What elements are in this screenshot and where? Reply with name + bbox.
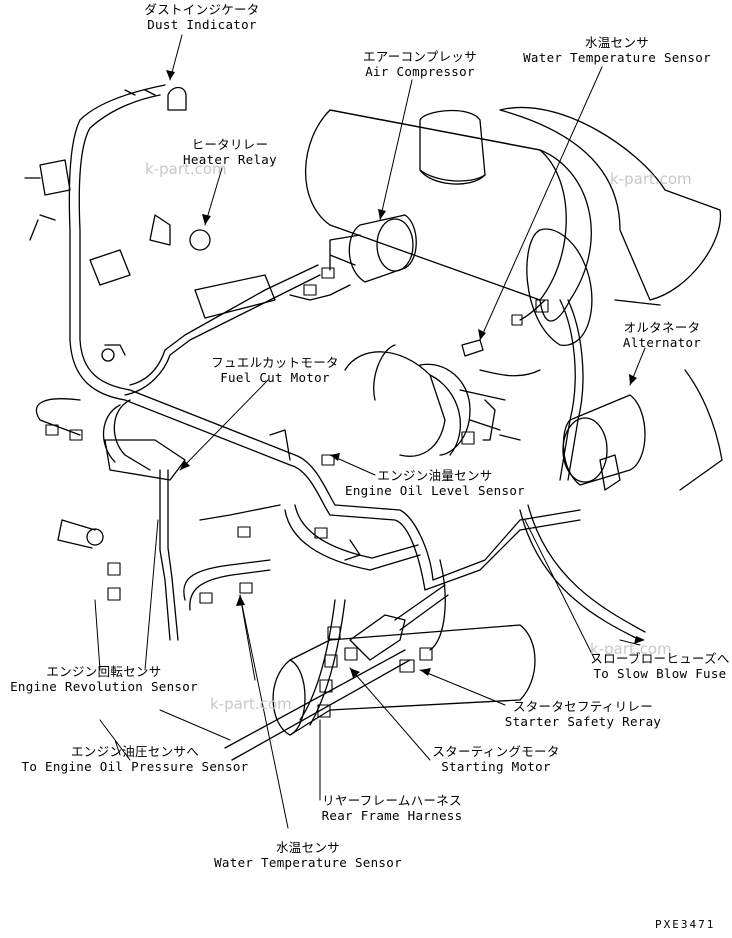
air-compressor bbox=[329, 214, 417, 283]
label-en: Heater Relay bbox=[183, 152, 277, 167]
label-en: To Engine Oil Pressure Sensor bbox=[21, 759, 249, 774]
label-fuel-cut-motor: フュエルカットモータ Fuel Cut Motor bbox=[211, 355, 339, 385]
label-en: Air Compressor bbox=[365, 64, 475, 79]
watermark: k-part.com bbox=[210, 695, 292, 713]
label-water-temperature-sensor-top: 水温センサ Water Temperature Sensor bbox=[523, 35, 711, 65]
label-jp: リヤーフレームハーネス bbox=[322, 793, 462, 808]
label-starter-safety-relay: スタータセフティリレー Starter Safety Reray bbox=[505, 699, 662, 729]
label-engine-oil-pressure-sensor: エンジン油圧センサへ To Engine Oil Pressure Sensor bbox=[22, 744, 249, 774]
label-heater-relay: ヒータリレー Heater Relay bbox=[183, 137, 277, 167]
components bbox=[24, 86, 521, 561]
label-en: Rear Frame Harness bbox=[321, 808, 463, 823]
label-en: Engine Oil Level Sensor bbox=[345, 483, 525, 498]
label-jp: 水温センサ bbox=[275, 840, 341, 855]
label-jp: オルタネータ bbox=[623, 320, 701, 335]
drawing-code: PXE3471 bbox=[655, 918, 716, 931]
label-en: Starter Safety Reray bbox=[504, 714, 662, 729]
label-en: Alternator bbox=[622, 335, 702, 350]
leader-lines bbox=[94, 34, 646, 829]
air-cleaner bbox=[304, 106, 722, 346]
label-jp: フュエルカットモータ bbox=[211, 355, 339, 370]
label-jp: 水温センサ bbox=[584, 35, 650, 50]
shroud-line bbox=[614, 299, 661, 306]
label-jp: スターティングモータ bbox=[432, 744, 560, 759]
label-en: Dust Indicator bbox=[147, 17, 257, 32]
label-dust-indicator: ダストインジケータ Dust Indicator bbox=[144, 2, 259, 32]
watermark: k-part.com bbox=[590, 640, 672, 658]
label-alternator: オルタネータ Alternator bbox=[623, 320, 701, 350]
label-water-temperature-sensor-bottom: 水温センサ Water Temperature Sensor bbox=[214, 840, 402, 870]
label-en: To Slow Blow Fuse bbox=[593, 666, 727, 681]
label-en: Fuel Cut Motor bbox=[220, 370, 330, 385]
label-air-compressor: エアーコンプレッサ Air Compressor bbox=[363, 49, 477, 79]
label-jp: スローブローヒューズへ bbox=[590, 651, 730, 666]
label-rear-frame-harness: リヤーフレームハーネス Rear Frame Harness bbox=[322, 793, 463, 823]
label-slow-blow-fuse: スローブローヒューズへ To Slow Blow Fuse bbox=[590, 651, 729, 681]
watermark: k-part.com bbox=[145, 160, 227, 178]
label-engine-oil-level-sensor: エンジン油量センサ Engine Oil Level Sensor bbox=[345, 468, 525, 498]
label-jp: ダストインジケータ bbox=[144, 2, 260, 17]
engine-block bbox=[344, 344, 541, 457]
label-jp: エンジン油圧センサへ bbox=[70, 744, 200, 759]
label-en: Water Temperature Sensor bbox=[214, 855, 402, 870]
watermark: k-part.com bbox=[610, 170, 692, 188]
label-engine-revolution-sensor: エンジン回転センサ Engine Revolution Sensor bbox=[10, 664, 198, 694]
label-starting-motor: スターティングモータ Starting Motor bbox=[432, 744, 559, 774]
starting-motor bbox=[224, 614, 536, 761]
label-jp: エンジン回転センサ bbox=[46, 664, 162, 679]
label-en: Engine Revolution Sensor bbox=[10, 679, 198, 694]
label-jp: エンジン油量センサ bbox=[377, 468, 493, 483]
label-jp: ヒータリレー bbox=[191, 137, 269, 152]
alternator bbox=[562, 369, 723, 491]
main-harness bbox=[35, 84, 646, 726]
connectors bbox=[45, 267, 549, 718]
label-jp: エアーコンプレッサ bbox=[362, 49, 478, 64]
label-jp: スタータセフティリレー bbox=[512, 699, 654, 714]
label-en: Starting Motor bbox=[441, 759, 551, 774]
label-en: Water Temperature Sensor bbox=[523, 50, 711, 65]
arrowheads bbox=[166, 70, 645, 678]
